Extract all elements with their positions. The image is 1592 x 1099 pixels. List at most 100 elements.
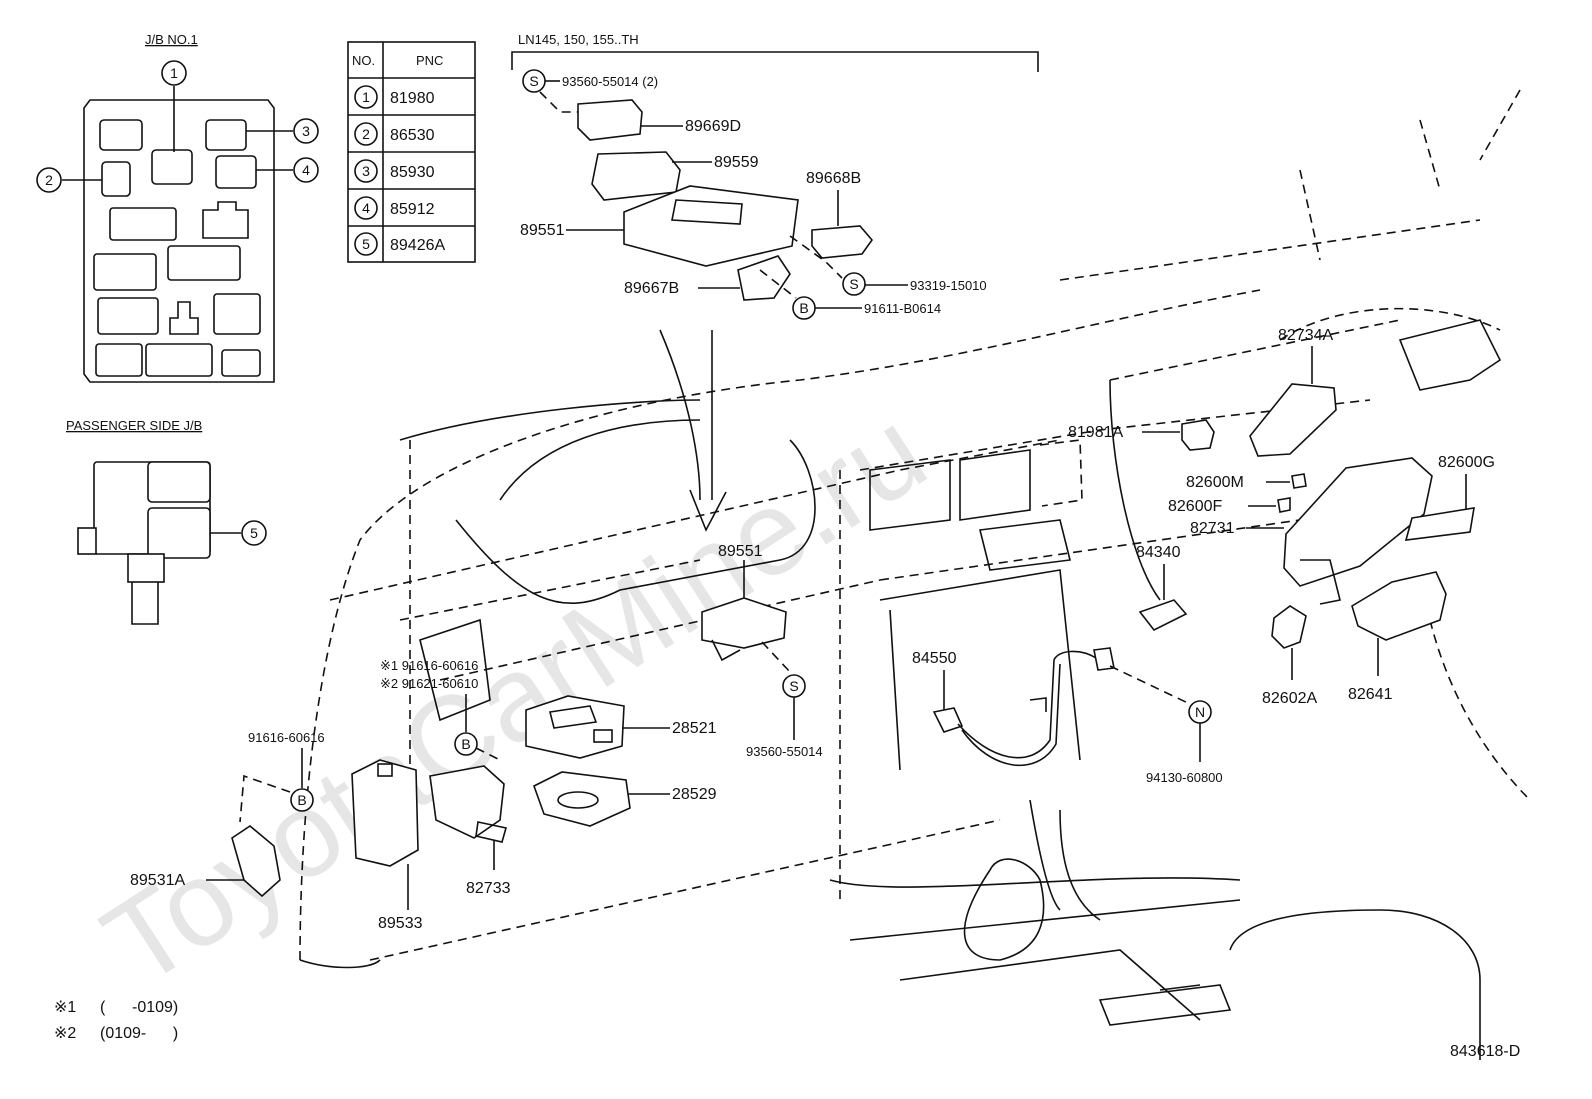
callout-2 — [36, 167, 62, 193]
label-89531a: 89531A — [130, 872, 185, 889]
s-symbol: S — [849, 276, 858, 292]
label-81981a: 81981A — [1068, 424, 1123, 441]
jb-relay-i — [145, 343, 213, 377]
jb-relay-e — [97, 297, 159, 335]
label-82600g: 82600G — [1438, 454, 1495, 471]
label-82641: 82641 — [1348, 686, 1393, 703]
jb-fuse-2 — [101, 161, 131, 197]
callout-4 — [293, 157, 319, 183]
inset-group: LN145, 150, 155..TH S 93560-55014 (2) 89… — [511, 32, 1039, 320]
pnc-row-value: 86530 — [390, 127, 435, 144]
jb-fuse-a — [99, 119, 143, 151]
callout-1 — [161, 60, 187, 86]
jb-relay-j — [221, 349, 261, 377]
jb-relay-a — [109, 207, 177, 241]
main-parts: 89551 S 93560-55014 28521 28529 ※1 91616… — [130, 327, 1495, 932]
pnc-row-value: 89426A — [390, 237, 445, 254]
label-89533: 89533 — [378, 915, 423, 932]
label-89667b: 89667B — [624, 280, 679, 297]
jb-relay-f — [169, 301, 199, 335]
pnc-row-no: 4 — [362, 200, 370, 216]
footnote-mark: ※1 — [54, 999, 76, 1016]
passenger-jb-title: PASSENGER SIDE J/B — [66, 418, 202, 433]
watermark: ToyotaCarMine.ru — [81, 384, 948, 1012]
jb-relay-b — [202, 201, 249, 239]
part-89667b — [737, 255, 791, 301]
pnc-table: NO. PNC 1 81980 2 86530 3 85930 4 85912 … — [347, 41, 476, 263]
part-82734a — [1249, 383, 1337, 457]
jb-no1-group: J/B NO.1 1 2 3 4 — [36, 32, 319, 383]
label-28529: 28529 — [672, 786, 717, 803]
jb-fuse-3 — [205, 119, 247, 151]
b-symbol: B — [799, 300, 808, 316]
part-89559 — [591, 151, 681, 201]
label-89551-main: 89551 — [718, 543, 763, 560]
label-note2-part: ※2 91621-60610 — [380, 676, 478, 691]
part-82733 — [429, 765, 505, 839]
footnotes: ※1 ( -0109) ※2 (0109- ) — [54, 999, 178, 1042]
label-94130-60800: 94130-60800 — [1146, 770, 1223, 785]
svg-text:3: 3 — [302, 123, 310, 139]
callout-3 — [293, 118, 319, 144]
callout-5 — [241, 520, 267, 546]
pnc-row-no: 2 — [362, 126, 370, 142]
model-header: LN145, 150, 155..TH — [518, 32, 639, 47]
part-84340 — [1138, 599, 1188, 632]
label-93560-55014: 93560-55014 — [746, 744, 823, 759]
label-89668b: 89668B — [806, 170, 861, 187]
footnote-range: ( -0109) — [100, 999, 178, 1016]
jb-relay-g — [213, 293, 261, 335]
jb-relay-h — [95, 343, 143, 377]
label-82733: 82733 — [466, 880, 511, 897]
label-82600m: 82600M — [1186, 474, 1244, 491]
label-28521: 28521 — [672, 720, 717, 737]
dashboard-outline — [299, 89, 1531, 1060]
label-93319-15010: 93319-15010 — [910, 278, 987, 293]
pnc-row-no: 1 — [362, 89, 370, 105]
part-28529 — [533, 771, 631, 827]
part-82600m — [1291, 473, 1307, 489]
label-91616-60616: 91616-60616 — [248, 730, 325, 745]
jb-fuse-1 — [151, 149, 193, 185]
label-82600f: 82600F — [1168, 498, 1222, 515]
s-symbol: S — [789, 678, 798, 694]
pnc-header-pnc: PNC — [416, 53, 443, 68]
label-84340: 84340 — [1136, 544, 1181, 561]
svg-text:5: 5 — [250, 525, 258, 541]
label-89559: 89559 — [714, 154, 759, 171]
pnc-row-no: 5 — [362, 236, 370, 252]
label-82602a: 82602A — [1262, 690, 1317, 707]
part-82600f — [1277, 497, 1291, 513]
svg-text:2: 2 — [45, 172, 53, 188]
label-82731: 82731 — [1190, 520, 1235, 537]
label-93560-55014-2: 93560-55014 (2) — [562, 74, 658, 89]
svg-text:4: 4 — [302, 162, 310, 178]
n-symbol: N — [1195, 704, 1205, 720]
label-82734a: 82734A — [1278, 327, 1333, 344]
svg-text:1: 1 — [170, 65, 178, 81]
label-89669d: 89669D — [685, 118, 741, 135]
footnote-mark: ※2 — [54, 1025, 76, 1042]
drawing-code: 843618-D — [1450, 1043, 1520, 1060]
part-89533 — [351, 759, 419, 867]
s-symbol: S — [529, 73, 538, 89]
part-89551-inset — [623, 185, 799, 267]
label-91611-b0614: 91611-B0614 — [864, 301, 941, 316]
label-84550: 84550 — [912, 650, 957, 667]
pnc-row-value: 85912 — [390, 201, 435, 218]
pnc-row-no: 3 — [362, 163, 370, 179]
part-84550-connector — [932, 707, 964, 733]
b-symbol: B — [297, 792, 306, 808]
part-82600g — [1404, 507, 1475, 541]
part-89668b — [811, 225, 874, 259]
part-82641 — [1351, 571, 1447, 641]
part-28521 — [525, 695, 625, 759]
pointer-arrow — [659, 329, 701, 501]
label-89551-inset: 89551 — [520, 222, 565, 239]
part-89669d — [577, 99, 643, 141]
footnote-range: (0109- ) — [100, 1025, 178, 1042]
jb-no1-title: J/B NO.1 — [145, 32, 198, 47]
label-note1-part: ※1 91616-60616 — [380, 658, 478, 673]
pnc-row-value: 81980 — [390, 90, 435, 107]
part-82731 — [1283, 457, 1433, 587]
